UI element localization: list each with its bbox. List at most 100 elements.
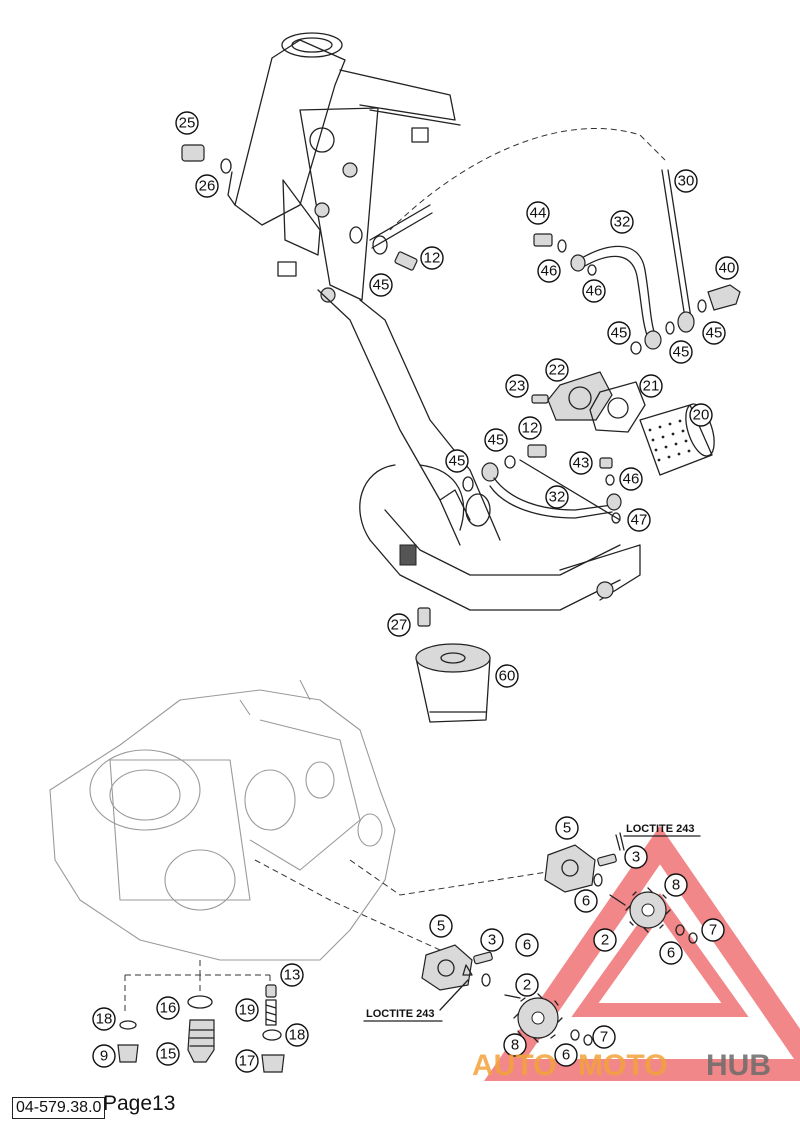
callout-44: 44	[526, 201, 550, 225]
upper-fittings	[181, 127, 741, 355]
drawing-number: 04-579.38.0	[12, 1097, 106, 1119]
callout-2-upper: 2	[593, 928, 617, 952]
callout-60: 60	[495, 664, 519, 688]
svg-text:45: 45	[706, 325, 723, 342]
svg-text:30: 30	[678, 173, 695, 190]
svg-text:45: 45	[611, 325, 628, 342]
oil-pump-group	[421, 832, 698, 1046]
callout-32-upper: 32	[610, 210, 634, 234]
svg-text:12: 12	[522, 420, 539, 437]
watermark-text: AUTO MOTO HUB	[472, 1049, 771, 1082]
watermark-hub: HUB	[706, 1049, 771, 1082]
callout-16: 16	[156, 996, 180, 1020]
svg-text:25: 25	[179, 115, 196, 132]
callout-45-e: 45	[445, 449, 469, 473]
svg-text:13: 13	[284, 967, 301, 984]
callout-32-lower: 32	[545, 485, 569, 509]
svg-text:6: 6	[523, 937, 531, 954]
svg-text:7: 7	[709, 922, 717, 939]
svg-text:6: 6	[582, 893, 590, 910]
svg-text:45: 45	[373, 277, 390, 294]
svg-text:2: 2	[601, 932, 609, 949]
drain-plug-group	[117, 984, 285, 1073]
oil-filter-group	[462, 371, 715, 524]
callout-21: 21	[639, 374, 663, 398]
svg-text:3: 3	[488, 932, 496, 949]
callout-46-c: 46	[619, 467, 643, 491]
svg-text:47: 47	[631, 512, 648, 529]
svg-text:32: 32	[614, 214, 631, 231]
callout-9: 9	[92, 1044, 116, 1068]
callout-3-lower: 3	[480, 928, 504, 952]
callout-45-d: 45	[702, 321, 726, 345]
callout-13: 13	[280, 963, 304, 987]
loctite-note-top: LOCTITE 243	[626, 823, 694, 835]
spin-on-filter-group	[415, 607, 491, 723]
callout-26: 26	[195, 174, 219, 198]
callout-6-c: 6	[515, 933, 539, 957]
callout-23: 23	[505, 374, 529, 398]
callout-12-top: 12	[420, 246, 444, 270]
svg-text:3: 3	[632, 849, 640, 866]
svg-text:44: 44	[530, 205, 547, 222]
svg-text:45: 45	[673, 344, 690, 361]
svg-text:16: 16	[160, 1000, 177, 1017]
callout-6-d: 6	[554, 1043, 578, 1067]
svg-text:5: 5	[563, 820, 571, 837]
callout-12-lower: 12	[518, 416, 542, 440]
watermark-moto: MOTO	[578, 1049, 667, 1082]
svg-text:21: 21	[643, 378, 660, 395]
callout-17: 17	[235, 1049, 259, 1073]
callout-8-lower: 8	[503, 1033, 527, 1057]
callout-7-lower: 7	[592, 1025, 616, 1049]
callout-18-left: 18	[92, 1007, 116, 1031]
svg-text:6: 6	[562, 1047, 570, 1064]
callout-19: 19	[235, 998, 259, 1022]
callout-15: 15	[156, 1042, 180, 1066]
callout-2-lower: 2	[515, 973, 539, 997]
frame-drawing	[227, 32, 641, 611]
svg-text:27: 27	[391, 617, 408, 634]
loctite-note-bottom: LOCTITE 243	[366, 1008, 434, 1020]
svg-text:60: 60	[499, 668, 516, 685]
callout-40: 40	[715, 256, 739, 280]
svg-text:46: 46	[623, 471, 640, 488]
svg-text:23: 23	[509, 378, 526, 395]
svg-text:7: 7	[600, 1029, 608, 1046]
callout-47: 47	[627, 508, 651, 532]
svg-text:26: 26	[199, 178, 216, 195]
svg-text:45: 45	[449, 453, 466, 470]
watermark-auto: AUTO	[472, 1049, 556, 1082]
page-label: Page13	[103, 1092, 176, 1115]
svg-text:46: 46	[586, 283, 603, 300]
svg-text:8: 8	[511, 1037, 519, 1054]
svg-text:6: 6	[667, 945, 675, 962]
callout-6-a: 6	[574, 889, 598, 913]
svg-text:32: 32	[549, 489, 566, 506]
callout-25: 25	[175, 111, 199, 135]
svg-text:12: 12	[424, 250, 441, 267]
svg-text:45: 45	[488, 432, 505, 449]
svg-text:22: 22	[549, 362, 566, 379]
callout-45-b: 45	[607, 321, 631, 345]
callout-20: 20	[689, 403, 713, 427]
callout-46-b: 46	[582, 279, 606, 303]
callout-46-a: 46	[537, 259, 561, 283]
svg-text:5: 5	[437, 918, 445, 935]
callout-8-upper: 8	[664, 873, 688, 897]
callout-43: 43	[569, 451, 593, 475]
callout-45-f: 45	[484, 428, 508, 452]
callout-30: 30	[674, 169, 698, 193]
svg-text:19: 19	[239, 1002, 256, 1019]
svg-text:40: 40	[719, 260, 736, 277]
crankcase-drawing	[49, 679, 561, 1015]
svg-text:43: 43	[573, 455, 590, 472]
svg-text:20: 20	[693, 407, 710, 424]
svg-text:15: 15	[160, 1046, 177, 1063]
watermark-triangle-logo	[484, 825, 800, 1081]
svg-text:18: 18	[96, 1011, 113, 1028]
svg-text:8: 8	[672, 877, 680, 894]
callout-5-upper: 5	[555, 816, 579, 840]
callout-18-right: 18	[285, 1023, 309, 1047]
